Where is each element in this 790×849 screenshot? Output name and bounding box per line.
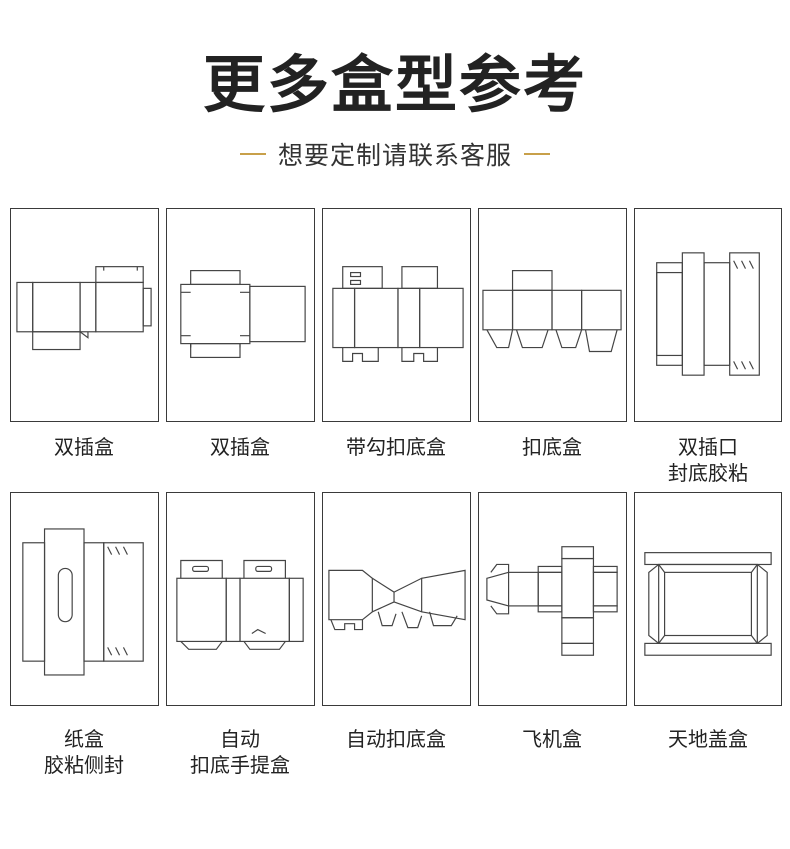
box-label-8: 自动扣底盒 (346, 727, 446, 751)
box-label-3: 带勾扣底盒 (346, 435, 446, 459)
lock-bottom-dieline (482, 270, 622, 353)
lid-and-base-dieline (644, 552, 772, 656)
auto-bottom-handle-dieline (176, 559, 304, 650)
box-card-double-tuck-2[interactable] (166, 208, 315, 422)
box-label-9: 飞机盒 (522, 727, 582, 751)
box-card-auto-bottom-handle[interactable] (166, 492, 315, 706)
double-tuck-glued-dieline (656, 252, 760, 376)
double-tuck-dieline-1 (16, 266, 152, 351)
auto-lock-bottom-dieline (328, 569, 466, 631)
box-card-double-tuck-1[interactable] (10, 208, 159, 422)
glued-side-seal-dieline (22, 528, 144, 676)
subtitle-row: 想要定制请联系客服 (0, 134, 790, 174)
double-tuck-dieline-2 (180, 270, 306, 359)
box-card-hook-lock-bottom[interactable] (322, 208, 471, 422)
box-card-mailer[interactable] (478, 492, 627, 706)
box-card-lid-and-base[interactable] (634, 492, 782, 706)
box-label-1: 双插盒 (54, 435, 114, 459)
mailer-dieline (486, 546, 618, 656)
page-subtitle: 想要定制请联系客服 (277, 141, 512, 170)
box-label-2: 双插盒 (210, 435, 270, 459)
box-label-6: 纸盒 胶粘侧封 (44, 727, 124, 777)
hook-lock-dieline (332, 266, 464, 362)
box-card-double-tuck-glued-bottom[interactable] (634, 208, 782, 422)
box-label-10: 天地盖盒 (668, 727, 748, 751)
page-title: 更多盒型参考 (202, 48, 587, 121)
subtitle-right-dash (524, 153, 550, 155)
box-label-4: 扣底盒 (522, 435, 582, 459)
box-card-glued-side-seal[interactable] (10, 492, 159, 706)
box-card-lock-bottom[interactable] (478, 208, 627, 422)
box-label-5: 双插口 封底胶粘 (668, 435, 748, 485)
box-card-auto-lock-bottom[interactable] (322, 492, 471, 706)
subtitle-left-dash (239, 153, 266, 155)
box-label-7: 自动 扣底手提盒 (190, 727, 290, 777)
